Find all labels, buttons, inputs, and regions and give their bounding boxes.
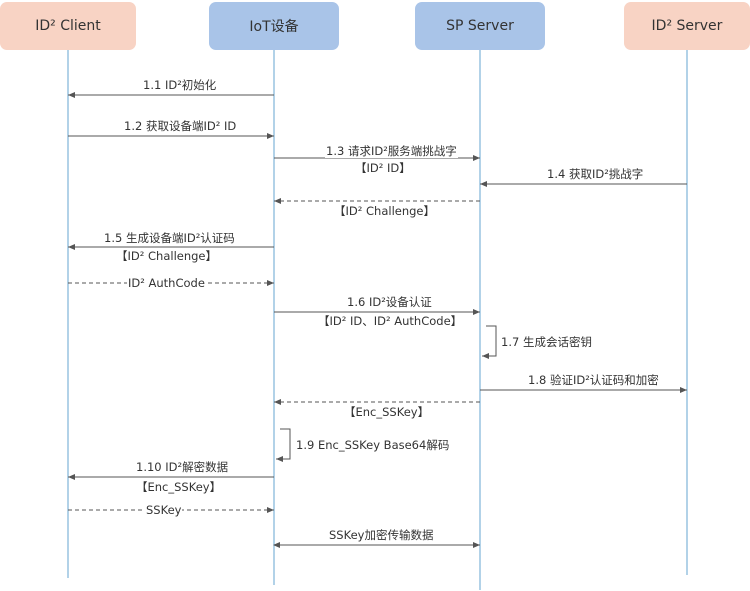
participant-id2-client: ID² Client — [0, 2, 136, 50]
msg-1-3: 1.3 请求ID²服务端挑战字 — [325, 144, 458, 158]
msg-sskey-transfer: SSKey加密传输数据 — [328, 528, 435, 542]
msg-1-8: 1.8 验证ID²认证码和加密 — [527, 373, 660, 387]
msg-enc-sskey-return: 【Enc_SSKey】 — [343, 405, 431, 419]
msg-1-6: 1.6 ID²设备认证 — [346, 295, 433, 309]
participant-id2-server: ID² Server — [624, 2, 750, 50]
msg-authcode: ID² AuthCode — [127, 276, 206, 290]
msg-1-1: 1.1 ID²初始化 — [142, 78, 218, 92]
msg-1-4: 1.4 获取ID²挑战字 — [546, 167, 645, 181]
arrow-1-7 — [482, 325, 497, 359]
msg-1-5-param: 【ID² Challenge】 — [115, 249, 219, 263]
msg-1-7: 1.7 生成会话密钥 — [500, 335, 593, 349]
participant-iot-device: IoT设备 — [209, 2, 339, 50]
msg-1-2: 1.2 获取设备端ID² ID — [123, 119, 238, 133]
msg-1-9: 1.9 Enc_SSKey Base64解码 — [295, 438, 451, 452]
msg-1-6-param: 【ID² ID、ID² AuthCode】 — [317, 314, 464, 328]
msg-1-10: 1.10 ID²解密数据 — [135, 460, 230, 474]
msg-1-10-param: 【Enc_SSKey】 — [135, 480, 223, 494]
participant-sp-server: SP Server — [415, 2, 545, 50]
msg-1-5: 1.5 生成设备端ID²认证码 — [103, 231, 236, 245]
msg-sskey: SSKey — [145, 503, 183, 517]
arrow-1-9 — [276, 428, 291, 462]
msg-challenge: 【ID² Challenge】 — [333, 204, 437, 218]
msg-1-3-param: 【ID² ID】 — [354, 161, 412, 175]
